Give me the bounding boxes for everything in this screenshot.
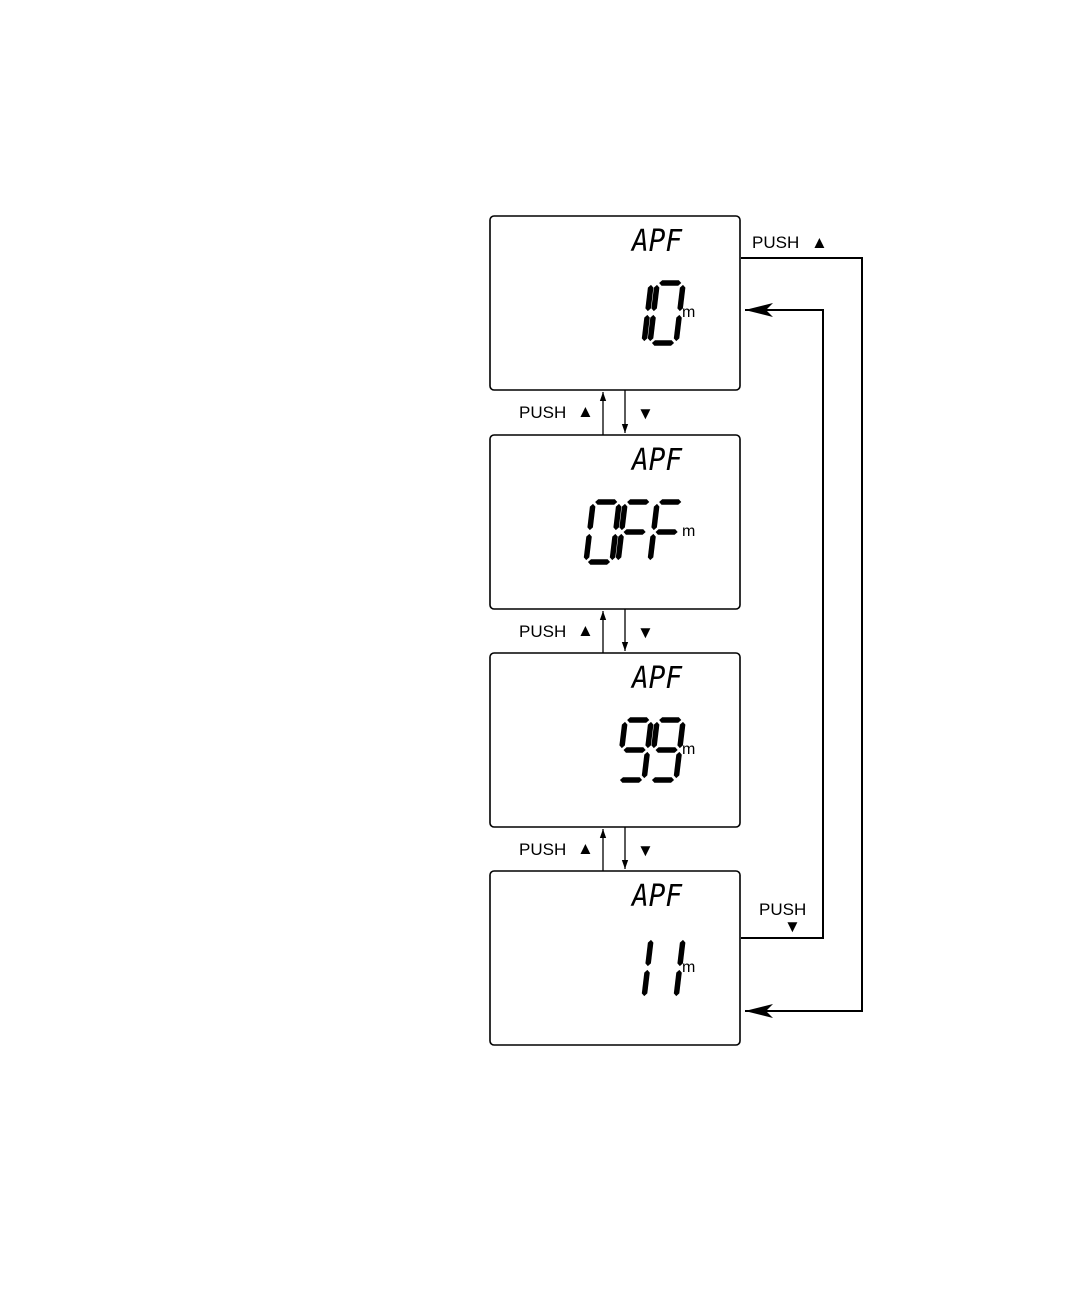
lcd-segment-a: [595, 499, 617, 505]
lcd-segment-a: [659, 717, 681, 723]
lcd-segment-d: [652, 777, 674, 783]
lcd-segment-g: [656, 747, 678, 753]
down-triangle-icon: ▼: [637, 841, 654, 860]
transition-push-label: PUSH: [519, 622, 566, 641]
lcd-segment-g: [624, 529, 646, 535]
up-triangle-icon: ▲: [577, 621, 594, 640]
lcd-mode-label: APF: [630, 879, 683, 914]
lcd-unit-label: m: [682, 959, 695, 976]
lcd-segment-d: [588, 559, 610, 565]
up-triangle-icon: ▲: [577, 839, 594, 858]
down-triangle-icon: ▼: [637, 404, 654, 423]
lcd-segment-g: [656, 529, 678, 535]
up-triangle-icon: ▲: [811, 233, 828, 252]
down-triangle-icon: ▼: [637, 623, 654, 642]
transition-push-label: PUSH: [519, 403, 566, 422]
lcd-segment-a: [659, 499, 681, 505]
loop-top-label: PUSH: [752, 233, 799, 252]
transition-between-screens: PUSH ▲ ▼: [519, 827, 654, 871]
lcd-screen-frame: [490, 871, 740, 1045]
lcd-mode-label: APF: [630, 443, 683, 478]
loop-top-to-bottom: PUSH ▲: [741, 233, 862, 1011]
lcd-unit-label: m: [682, 304, 695, 321]
lcd-segment-d: [620, 777, 642, 783]
transition-between-screens: PUSH ▲ ▼: [519, 390, 654, 435]
up-triangle-icon: ▲: [577, 402, 594, 421]
transition-between-screens: PUSH ▲ ▼: [519, 609, 654, 653]
loop-bottom-to-top: PUSH ▼: [741, 310, 823, 938]
lcd-segment-a: [627, 717, 649, 723]
lcd-segment-g: [624, 747, 646, 753]
lcd-mode-label: APF: [630, 224, 683, 259]
lcd-screen-frame: [490, 216, 740, 390]
lcd-screen-frame: [490, 653, 740, 827]
lcd-segment-a: [659, 280, 681, 286]
lcd-segment-a: [627, 499, 649, 505]
lcd-unit-label: m: [682, 523, 695, 540]
down-triangle-icon: ▼: [784, 917, 801, 936]
lcd-mode-label: APF: [630, 661, 683, 696]
lcd-unit-label: m: [682, 741, 695, 758]
lcd-segment-d: [652, 340, 674, 346]
transition-push-label: PUSH: [519, 840, 566, 859]
